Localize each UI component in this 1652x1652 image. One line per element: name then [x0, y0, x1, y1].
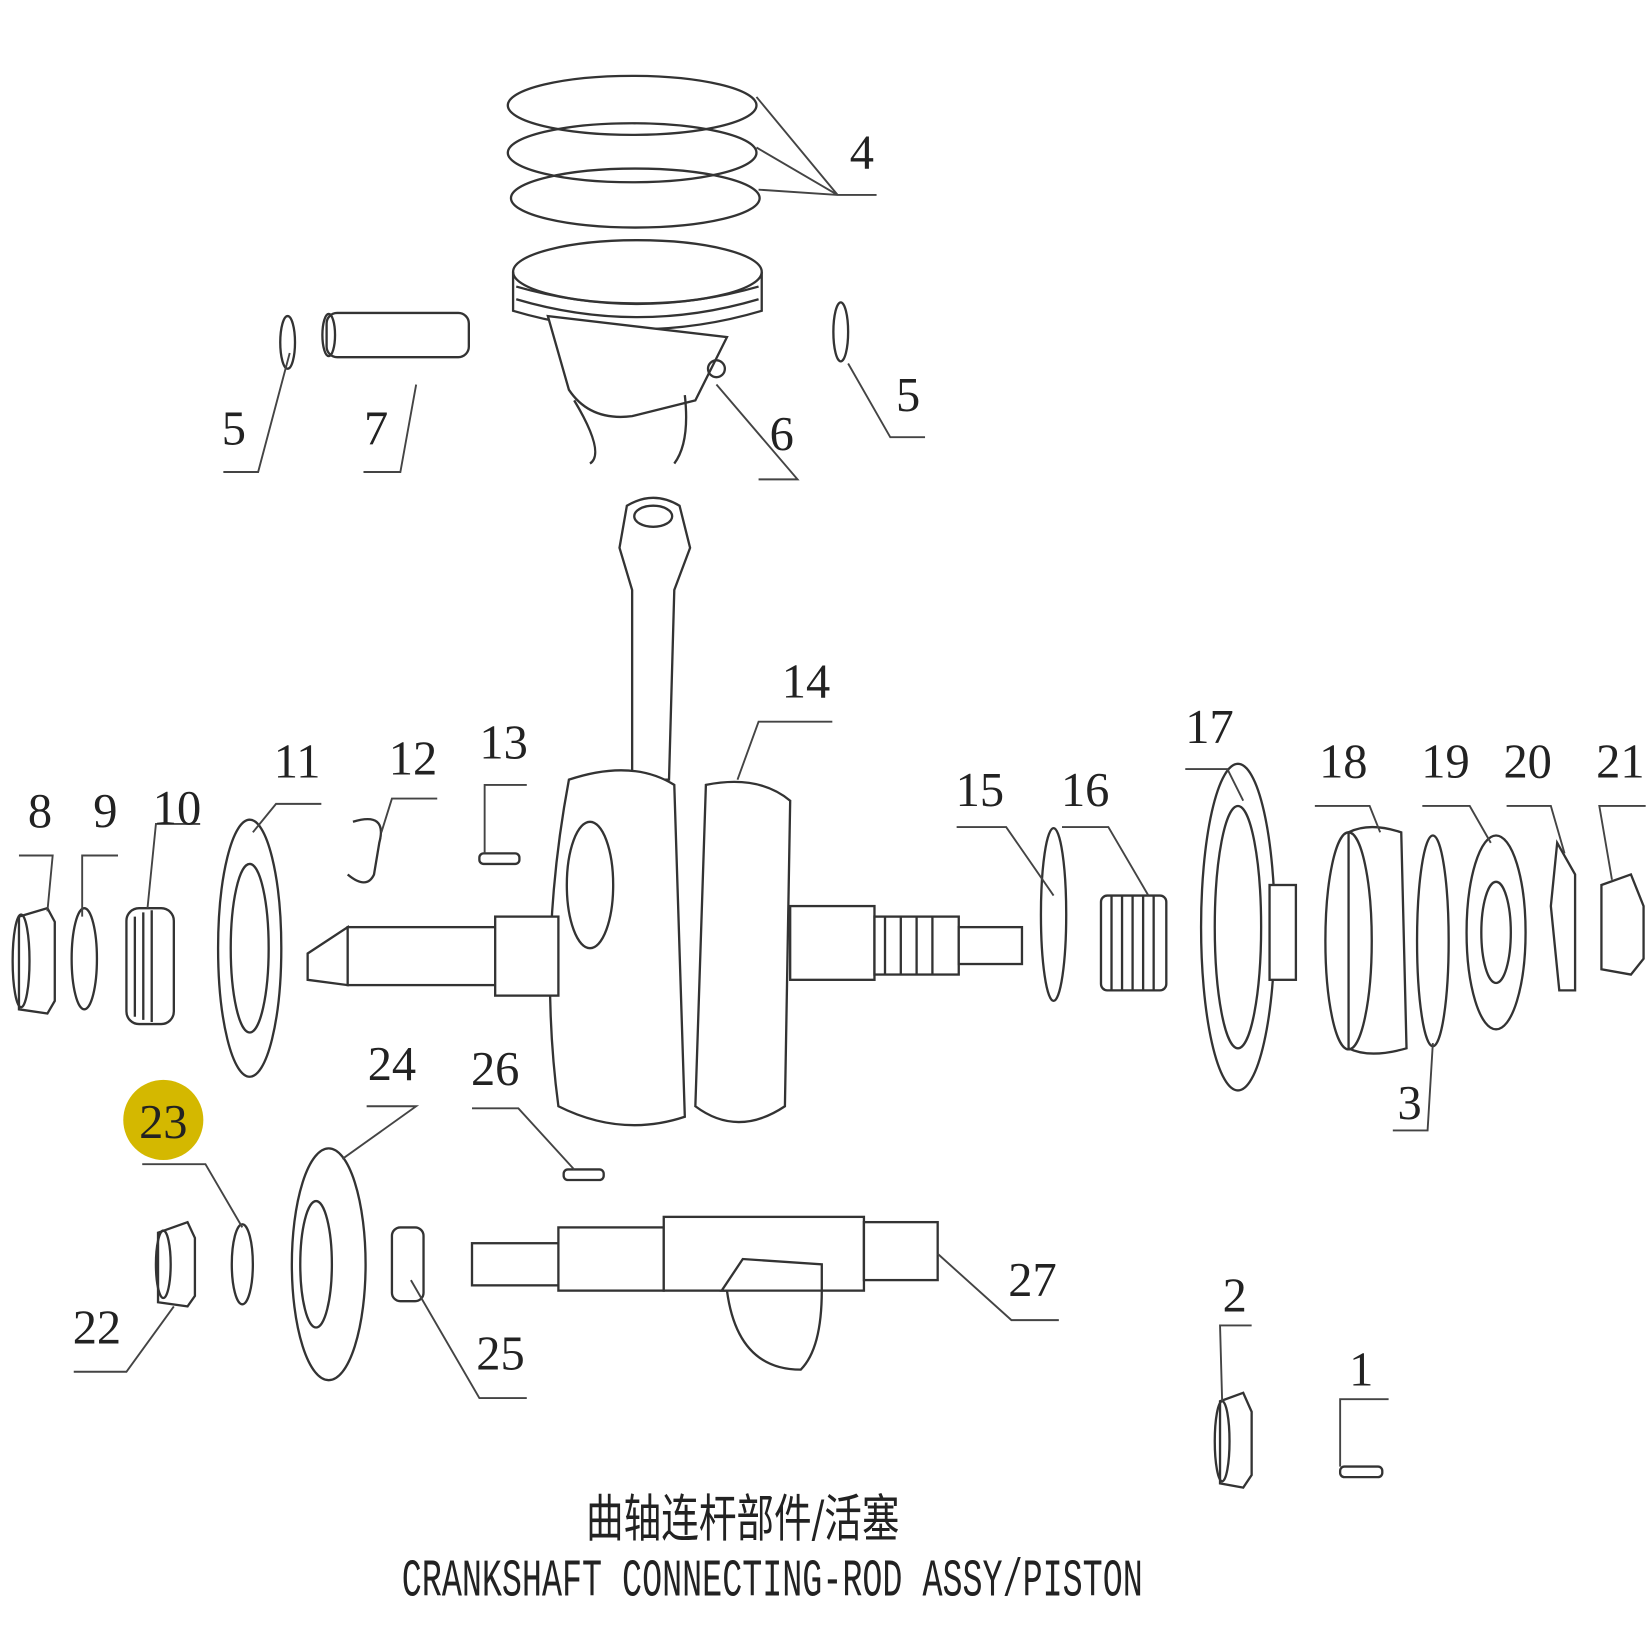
circlip-right	[832, 301, 850, 363]
callout-4[interactable]: 4	[850, 127, 874, 180]
callout-5-left[interactable]: 5	[222, 403, 246, 456]
callout-1[interactable]: 1	[1349, 1343, 1373, 1396]
callout-26[interactable]: 26	[471, 1043, 519, 1096]
piston-rings	[506, 74, 761, 229]
callout-19[interactable]: 19	[1421, 736, 1469, 789]
callout-13[interactable]: 13	[479, 717, 527, 770]
callout-6[interactable]: 6	[770, 408, 794, 461]
piston-pin	[321, 311, 470, 359]
callout-23[interactable]: 23	[139, 1096, 187, 1149]
balancer-parts	[154, 1147, 939, 1382]
crankshaft-assembly	[306, 496, 1024, 1127]
nut-2	[1218, 1391, 1253, 1489]
right-parts	[1039, 762, 1645, 1092]
callout-5-right[interactable]: 5	[896, 369, 920, 422]
callout-14[interactable]: 14	[782, 655, 830, 708]
callout-17[interactable]: 17	[1185, 701, 1233, 754]
callout-12[interactable]: 12	[389, 732, 437, 785]
callout-9[interactable]: 9	[93, 785, 117, 838]
callout-7[interactable]: 7	[364, 403, 388, 456]
callout-15[interactable]: 15	[956, 764, 1004, 817]
leader-lines	[18, 96, 1646, 1467]
left-parts	[11, 817, 605, 1182]
circlip-left	[279, 314, 297, 370]
piston	[511, 239, 763, 465]
pin-1	[1338, 1465, 1384, 1479]
callout-18[interactable]: 18	[1319, 736, 1367, 789]
callout-3[interactable]: 3	[1398, 1077, 1422, 1130]
callout-10[interactable]: 10	[153, 782, 201, 835]
callout-11[interactable]: 11	[274, 736, 321, 789]
callout-24[interactable]: 24	[368, 1038, 416, 1091]
callout-25[interactable]: 25	[476, 1328, 524, 1381]
callout-labels: 1 2 3 4 5 5 6 7 8 9 10 11 12 13 14 15 16…	[28, 127, 1645, 1397]
callout-21[interactable]: 21	[1596, 736, 1644, 789]
callout-2[interactable]: 2	[1223, 1270, 1247, 1323]
callout-20[interactable]: 20	[1503, 736, 1551, 789]
callout-16[interactable]: 16	[1061, 764, 1109, 817]
highlight-marker	[123, 1079, 204, 1160]
callout-22[interactable]: 22	[73, 1301, 121, 1354]
title-english: CRANKSHAFT CONNECTING-ROD ASSY/PISTON	[402, 1553, 1143, 1613]
callout-27[interactable]: 27	[1008, 1254, 1056, 1307]
title-chinese: 曲轴连杆部件/活塞	[586, 1489, 900, 1549]
callout-8[interactable]: 8	[28, 785, 52, 838]
